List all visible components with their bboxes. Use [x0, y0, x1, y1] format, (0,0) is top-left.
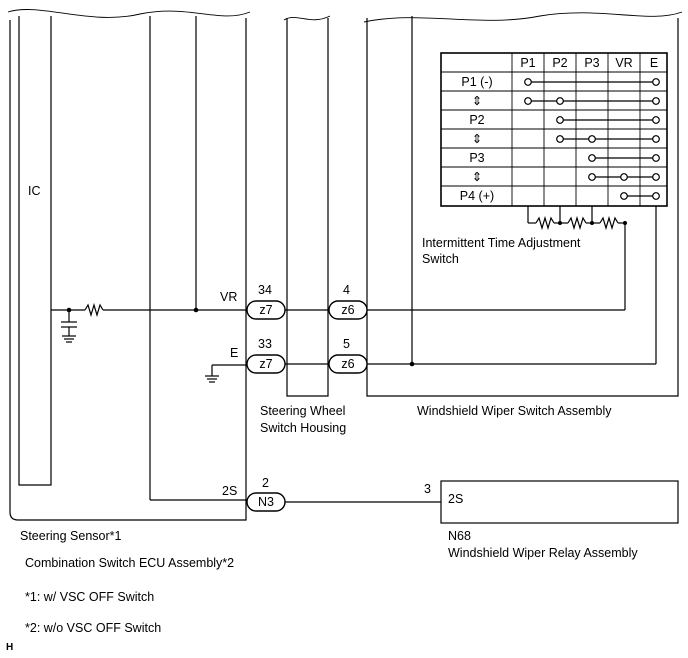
row-label-transition-1: ⇕	[472, 94, 482, 108]
pin-e-label: E	[230, 346, 238, 360]
harness-wires	[284, 16, 657, 503]
ecu-name-2: Combination Switch ECU Assembly*2	[25, 556, 234, 570]
col-header-p3: P3	[584, 56, 599, 70]
wiper-switch-box	[363, 11, 683, 397]
col-header-vr: VR	[615, 56, 632, 70]
pin-vr-label: VR	[220, 290, 237, 304]
connector-pin-2: 2	[262, 476, 269, 490]
connector-z7-vr: z7 34	[246, 283, 286, 320]
col-header-p1: P1	[520, 56, 535, 70]
housing-name-2: Switch Housing	[260, 421, 346, 435]
ic-label: IC	[28, 184, 41, 198]
relay-name: Windshield Wiper Relay Assembly	[448, 546, 638, 560]
row-label-transition-3: ⇕	[472, 170, 482, 184]
corner-mark: H	[6, 642, 13, 653]
housing-name-1: Steering Wheel	[260, 404, 345, 418]
connector-z6-e: z6 5	[328, 337, 368, 374]
connector-pin-5: 5	[343, 337, 350, 351]
svg-text:z7: z7	[259, 303, 272, 317]
ic-block: IC	[18, 16, 52, 486]
adjust-switch-label-2: Switch	[422, 252, 459, 266]
connector-pin-4: 4	[343, 283, 350, 297]
svg-text:z6: z6	[341, 357, 354, 371]
row-label-p4: P4 (+)	[460, 189, 494, 203]
relay-box: 2S	[440, 480, 679, 524]
svg-text:N3: N3	[258, 495, 274, 509]
footnote-1: *1: w/ VSC OFF Switch	[25, 590, 154, 604]
row-label-transition-2: ⇕	[472, 132, 482, 146]
adjust-switch-label-1: Intermittent Time Adjustment	[422, 236, 581, 250]
connector-pin-33: 33	[258, 337, 272, 351]
ecu-box	[7, 9, 251, 521]
housing-box	[283, 15, 331, 397]
ecu-internal-wiring	[51, 16, 246, 501]
switch-connections	[524, 78, 660, 200]
intermittent-resistor-network	[527, 206, 627, 231]
relay-code: N68	[448, 529, 471, 543]
switch-table: P1 P2 P3 VR E P1 (-) ⇕ P2 ⇕ P3 ⇕ P4 (+)	[440, 52, 668, 207]
svg-text:z6: z6	[341, 303, 354, 317]
ecu-name-1: Steering Sensor*1	[20, 529, 122, 543]
connector-z6-vr: z6 4	[328, 283, 368, 320]
footnote-2: *2: w/o VSC OFF Switch	[25, 621, 161, 635]
pin-2s-label: 2S	[222, 484, 237, 498]
row-label-p2: P2	[469, 113, 484, 127]
connector-pin-34: 34	[258, 283, 272, 297]
row-label-p3: P3	[469, 151, 484, 165]
relay-pin-3: 3	[424, 482, 431, 496]
col-header-p2: P2	[552, 56, 567, 70]
relay-pin-2s: 2S	[448, 492, 463, 506]
connector-n3: N3 2	[246, 476, 286, 512]
row-label-p1: P1 (-)	[461, 75, 492, 89]
wiper-switch-name: Windshield Wiper Switch Assembly	[417, 404, 612, 418]
connector-z7-e: z7 33	[246, 337, 286, 374]
col-header-e: E	[650, 56, 658, 70]
svg-text:z7: z7	[259, 357, 272, 371]
